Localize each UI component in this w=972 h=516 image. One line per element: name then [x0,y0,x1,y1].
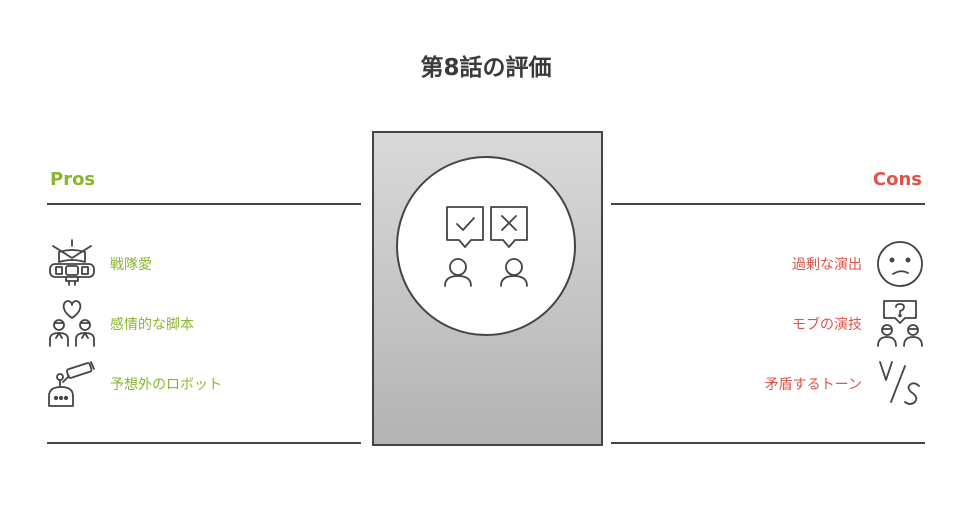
cons-bottom-divider [611,442,925,444]
pros-top-divider [47,203,361,205]
pros-item-label: 予想外のロボット [110,377,222,393]
cons-top-divider [611,203,925,205]
cons-item-label: モブの演技 [792,317,862,333]
robot-cannon-icon [48,361,95,407]
mecha-robot-icon [49,239,95,286]
cons-item-label: 過剰な演出 [792,257,862,273]
pros-heading: Pros [50,169,96,190]
pros-item-label: 感情的な脚本 [110,317,194,333]
page-title: 第8話の評価 [420,55,552,81]
cons-heading: Cons [872,169,922,190]
question-people-icon [877,300,923,347]
confused-face-icon [877,241,923,287]
versus-icon [879,361,920,405]
heart-couple-icon [49,300,95,347]
cons-item-label: 矛盾するトーン [764,377,862,393]
evaluation-people-icon [396,156,576,336]
pros-item-label: 戦隊愛 [110,257,152,273]
pros-bottom-divider [47,442,361,444]
